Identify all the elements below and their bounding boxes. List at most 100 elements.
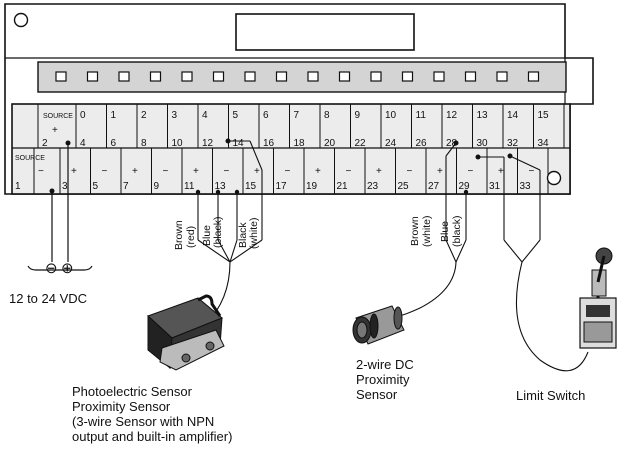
led-15: [527, 71, 540, 82]
wire-brown-red: Brown: [173, 220, 185, 250]
terminal-sign: +: [315, 166, 321, 177]
two-wire-label-line-3: Sensor: [356, 387, 398, 402]
led-4: [181, 71, 193, 82]
terminal-input-13: 13: [477, 110, 489, 121]
terminal-number-12: 12: [202, 138, 214, 149]
limit-switch-label: Limit Switch: [516, 388, 585, 403]
terminal-input-14: 14: [507, 110, 519, 121]
wire-brown-white-alt: (white): [421, 215, 433, 247]
photo-label-line-1: Photoelectric Sensor: [72, 384, 193, 399]
terminal-number-5: 5: [93, 181, 99, 192]
led-3: [149, 71, 162, 82]
photo-label-line-4: output and built-in amplifier): [72, 429, 232, 444]
power-voltage-label: 12 to 24 VDC: [9, 291, 87, 306]
limit-switch-icon: [579, 247, 617, 349]
wire-blue-black-alt: (black): [212, 216, 224, 248]
terminal-sign: −: [529, 166, 535, 177]
led-0: [55, 71, 67, 82]
led-14: [496, 71, 508, 82]
terminal-number-9: 9: [154, 181, 160, 192]
terminal-number-15: 15: [245, 181, 257, 192]
terminal-sign: +: [71, 166, 77, 177]
led-2: [118, 71, 130, 82]
terminal-number-28: 28: [446, 138, 458, 149]
terminal-number-6: 6: [111, 138, 117, 149]
terminal-input-8: 8: [324, 110, 330, 121]
terminal-number-29: 29: [459, 181, 471, 192]
terminal-input-10: 10: [385, 110, 397, 121]
terminal-number-11: 11: [184, 181, 195, 192]
two-wire-sensor-label: 2-wire DC Proximity Sensor: [356, 357, 414, 402]
terminal-input-11: 11: [416, 110, 427, 121]
terminal-input-0: 0: [80, 110, 86, 121]
photo-label-line-3: (3-wire Sensor with NPN: [72, 414, 214, 429]
limit-switch-harness: [478, 155, 589, 372]
terminal-sign: +: [437, 166, 443, 177]
wire-blue-black: Blue: [201, 225, 213, 246]
photoelectric-sensor-icon: [147, 294, 225, 371]
wire-brown-white: Brown: [409, 216, 421, 246]
terminal-number-23: 23: [367, 181, 379, 192]
terminal-input-7: 7: [294, 110, 300, 121]
two-wire-label-line-1: 2-wire DC: [356, 357, 414, 372]
two-wire-labels: Brown (white) Blue (black): [409, 215, 463, 247]
led-13: [464, 71, 477, 82]
terminal-number-33: 33: [520, 181, 532, 192]
led-6: [244, 71, 256, 82]
led-7: [275, 71, 288, 82]
label-window: [235, 13, 415, 51]
wire-black-white: Black: [237, 222, 249, 248]
mount-hole-bottom: [546, 170, 562, 186]
top-source-num: 2: [42, 138, 48, 149]
power-minus: ⊖: [45, 260, 58, 277]
terminal-sign: −: [407, 166, 413, 177]
terminal-number-31: 31: [489, 181, 501, 192]
terminal-number-30: 30: [477, 138, 489, 149]
terminal-sign: +: [193, 166, 199, 177]
terminal-number-19: 19: [306, 181, 318, 192]
terminal-input-1: 1: [111, 110, 117, 121]
three-wire-labels: Brown (red) Blue (black) Black (white): [173, 216, 260, 250]
terminal-number-3: 3: [62, 181, 68, 192]
terminal-input-6: 6: [263, 110, 269, 121]
top-source-label: SOURCE: [43, 113, 73, 120]
power-wiring: [27, 143, 93, 271]
led-5: [212, 71, 225, 82]
terminal-number-27: 27: [428, 181, 440, 192]
led-10: [370, 71, 382, 82]
terminal-sign: +: [498, 166, 504, 177]
terminal-sign: +: [376, 166, 382, 177]
three-wire-harness: [197, 140, 263, 326]
terminal-sign: −: [102, 166, 108, 177]
terminal-number-10: 10: [172, 138, 184, 149]
led-11: [401, 71, 414, 82]
led-9: [338, 71, 351, 82]
terminal-number-25: 25: [398, 181, 410, 192]
terminal-number-24: 24: [385, 138, 397, 149]
led-8: [307, 71, 319, 82]
terminal-sign: −: [163, 166, 169, 177]
terminal-input-9: 9: [355, 110, 361, 121]
wire-brown-red-alt: (red): [185, 226, 197, 248]
terminal-number-17: 17: [276, 181, 288, 192]
led-1: [86, 71, 99, 82]
terminal-input-5: 5: [233, 110, 239, 121]
terminal-number-21: 21: [337, 181, 349, 192]
led-strip: [37, 61, 567, 93]
terminal-number-34: 34: [538, 138, 550, 149]
terminal-sign: +: [132, 166, 138, 177]
terminal-input-12: 12: [446, 110, 458, 121]
terminal-input-15: 15: [538, 110, 550, 121]
terminal-number-4: 4: [80, 138, 86, 149]
terminal-input-2: 2: [141, 110, 147, 121]
bottom-source-label: SOURCE: [15, 155, 45, 162]
terminal-number-18: 18: [294, 138, 306, 149]
terminal-number-22: 22: [355, 138, 367, 149]
terminal-number-26: 26: [416, 138, 428, 149]
terminal-sign: −: [346, 166, 352, 177]
terminal-sign: −: [224, 166, 230, 177]
wire-blue-black-2: Blue: [439, 221, 451, 242]
terminal-block: 0416283104125146167188209221024112612281…: [11, 103, 571, 195]
terminal-number-16: 16: [263, 138, 275, 149]
